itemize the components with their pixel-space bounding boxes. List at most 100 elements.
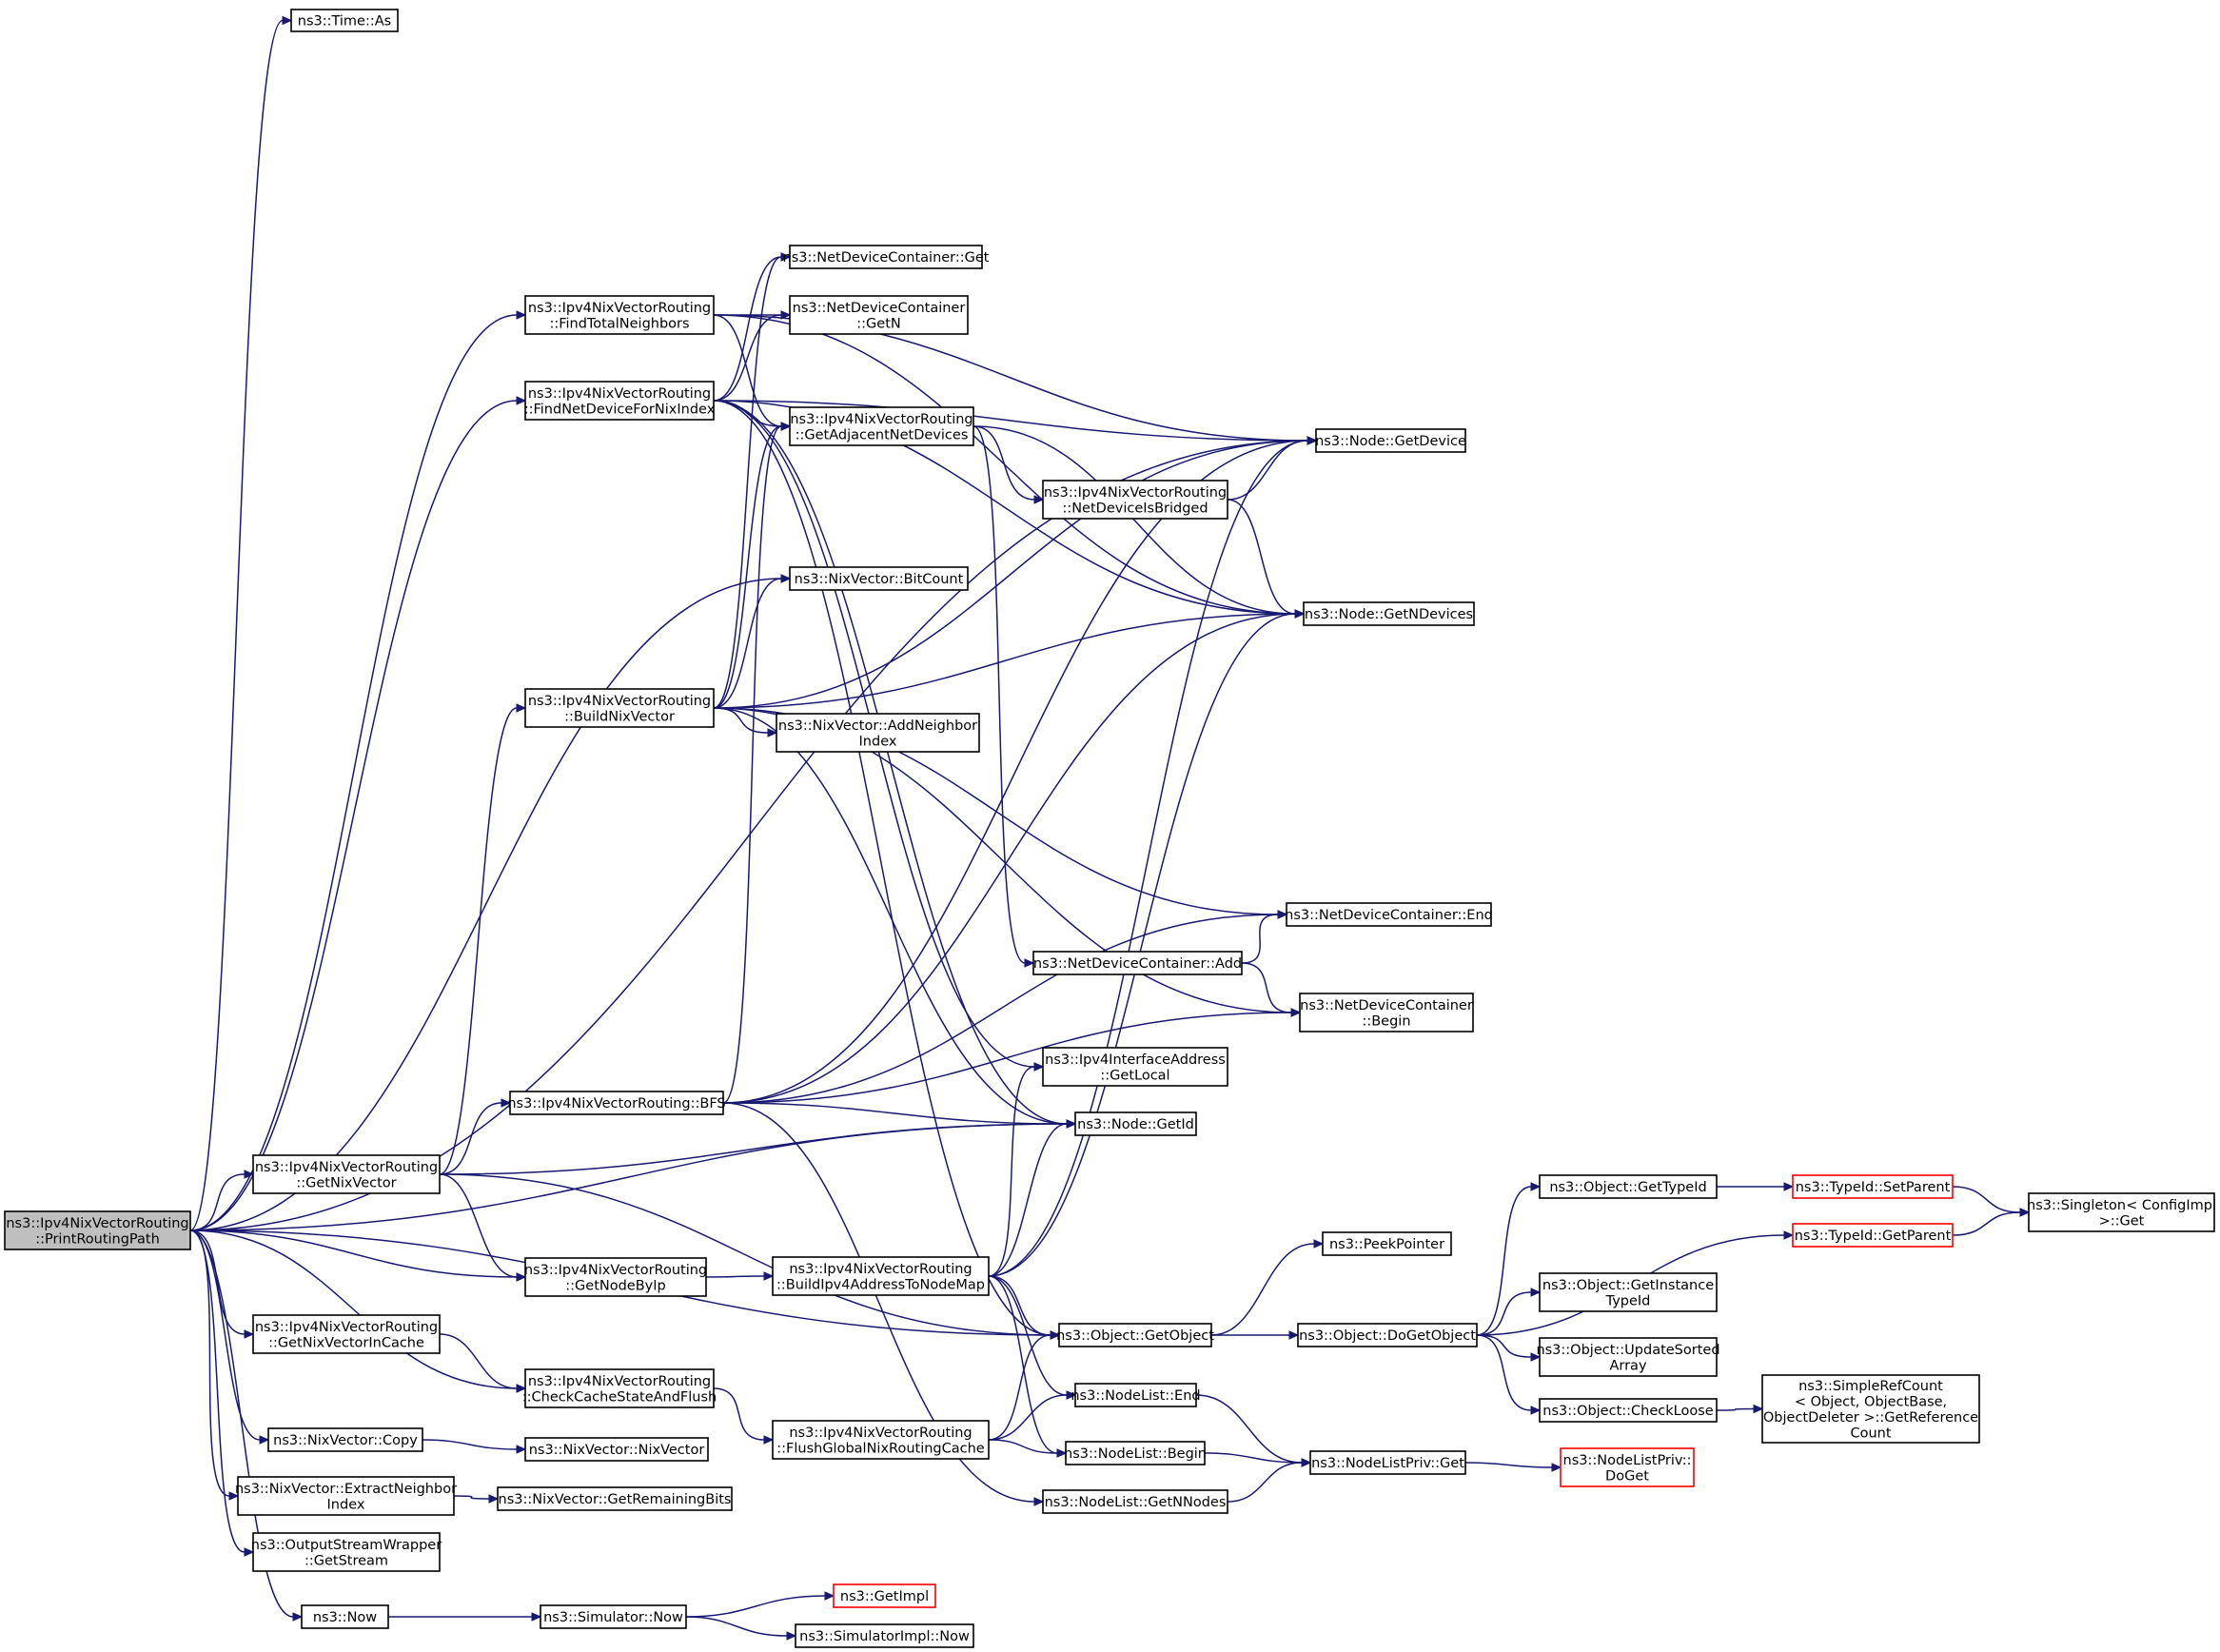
node-simimplnow[interactable]: ns3::SimulatorImpl::Now [795, 1623, 974, 1648]
node-getnixcache[interactable]: ns3::Ipv4NixVectorRouting::GetNixVectorI… [252, 1314, 441, 1354]
node-box [252, 1532, 441, 1572]
node-nixcopy[interactable]: ns3::NixVector::Copy [267, 1427, 423, 1452]
node-now[interactable]: ns3::Now [301, 1604, 389, 1629]
edge-getnodebyip-to-buildipv4 [705, 1275, 765, 1278]
edge-arrowhead [516, 1272, 527, 1282]
edge-getnixvector-to-bfs [439, 1102, 502, 1175]
node-flushglobal[interactable]: ns3::Ipv4NixVectorRouting::FlushGlobalNi… [772, 1420, 990, 1460]
node-ndcget[interactable]: ns3::NetDeviceContainer::Get [783, 245, 990, 269]
node-getnnodes[interactable]: ns3::NodeList::GetNNodes [1042, 1489, 1228, 1514]
edge-simnow-to-simimplnow [685, 1616, 788, 1637]
node-findtotal[interactable]: ns3::Ipv4NixVectorRouting::FindTotalNeig… [524, 295, 715, 335]
node-label: ::GetStream [305, 1553, 388, 1568]
node-nixnixvector[interactable]: ns3::NixVector::NixVector [524, 1437, 709, 1462]
edge-print-to-bitcount [189, 578, 782, 1231]
edge-dogetobject-to-checkloose [1476, 1334, 1532, 1411]
node-objgetobject[interactable]: ns3::Object::GetObject [1056, 1323, 1214, 1347]
edge-print-to-getnixvector [189, 1173, 246, 1231]
node-nodelistbegin[interactable]: ns3::NodeList::Begin [1064, 1441, 1207, 1465]
node-findnet[interactable]: ns3::Ipv4NixVectorRouting::FindNetDevice… [524, 381, 716, 421]
edge-arrowhead [1066, 1390, 1077, 1400]
node-getremainingbits[interactable]: ns3::NixVector::GetRemainingBits [497, 1486, 733, 1511]
node-getnodebyip[interactable]: ns3::Ipv4NixVectorRouting::GetNodeByIp [524, 1257, 707, 1297]
edge-arrowhead [516, 396, 527, 405]
edge-arrowhead [1301, 1458, 1312, 1467]
node-checkloose[interactable]: ns3::Object::CheckLoose [1539, 1398, 1718, 1423]
node-box [1792, 1223, 1954, 1248]
edge-arrowhead [516, 1445, 527, 1454]
node-checkcache[interactable]: ns3::Ipv4NixVectorRouting::CheckCacheSta… [522, 1368, 717, 1408]
node-bfs[interactable]: ns3::Ipv4NixVectorRouting::BFS [507, 1091, 726, 1115]
function-nodes: ns3::Ipv4NixVectorRouting::PrintRoutingP… [4, 9, 2216, 1648]
node-bridged[interactable]: ns3::Ipv4NixVectorRouting::NetDeviceIsBr… [1042, 480, 1228, 520]
node-nodelistprivget[interactable]: ns3::NodeListPriv::Get [1309, 1450, 1466, 1475]
edge-print-to-getstream [189, 1229, 246, 1553]
edge-buildnix-to-nodegetdevice [713, 440, 1308, 709]
edge-simnow-to-getimpl [685, 1595, 826, 1618]
edge-buildipv4-to-getlocal [988, 1066, 1035, 1277]
node-dogetobject[interactable]: ns3::Object::DoGetObject [1297, 1323, 1478, 1347]
edge-arrowhead [516, 1384, 527, 1393]
node-getimpl[interactable]: ns3::GetImpl [833, 1583, 936, 1608]
edge-print-to-getnodebyip [189, 1229, 518, 1278]
node-getadj[interactable]: ns3::Ipv4NixVectorRouting::GetAdjacentNe… [789, 406, 974, 446]
node-box [1539, 1337, 1718, 1377]
edge-arrowhead [1551, 1463, 1562, 1472]
edge-arrowhead [1066, 1119, 1077, 1129]
node-ndcbegin[interactable]: ns3::NetDeviceContainer::Begin [1299, 993, 1474, 1032]
node-bitcount[interactable]: ns3::NixVector::BitCount [789, 566, 969, 591]
node-getndevices[interactable]: ns3::Node::GetNDevices [1303, 601, 1475, 626]
edge-print-to-now [189, 1229, 294, 1618]
edge-getadj-to-bridged [972, 425, 1035, 501]
node-getnixvector[interactable]: ns3::Ipv4NixVectorRouting::GetNixVector [252, 1154, 441, 1194]
node-label: ns3::Ipv4InterfaceAddress [1045, 1052, 1226, 1068]
node-getlocal[interactable]: ns3::Ipv4InterfaceAddress::GetLocal [1042, 1047, 1228, 1087]
node-label: ns3::TypeId::SetParent [1796, 1180, 1951, 1195]
node-box [524, 1257, 707, 1297]
node-print[interactable]: ns3::Ipv4NixVectorRouting::PrintRoutingP… [4, 1210, 191, 1250]
node-box [524, 1437, 709, 1462]
node-ndcend[interactable]: ns3::NetDeviceContainer::End [1285, 902, 1493, 927]
node-nodelistend[interactable]: ns3::NodeList::End [1071, 1383, 1201, 1407]
node-nodegetdevice[interactable]: ns3::Node::GetDevice [1315, 428, 1466, 453]
edge-flushglobal-to-objgetobject [988, 1334, 1051, 1441]
node-buildnix[interactable]: ns3::Ipv4NixVectorRouting::BuildNixVecto… [524, 688, 715, 728]
edge-arrowhead [244, 1170, 255, 1179]
edge-arrowhead [1033, 1062, 1045, 1072]
edge-dogetobject-to-gettypeid [1476, 1186, 1532, 1336]
node-label: DoGet [1605, 1468, 1649, 1484]
edge-bridged-to-nodegetdevice [1227, 440, 1308, 501]
node-box [1303, 601, 1475, 626]
node-ndcgetn[interactable]: ns3::NetDeviceContainer::GetN [789, 295, 969, 335]
node-simnow[interactable]: ns3::Simulator::Now [540, 1604, 687, 1629]
node-label: ::BuildIpv4AddressToNodeMap [776, 1277, 985, 1292]
node-nodelistprivdoget[interactable]: ns3::NodeListPriv::DoGet [1560, 1447, 1695, 1487]
node-label: ::GetNixVector [296, 1175, 396, 1190]
node-gettypeid[interactable]: ns3::Object::GetTypeId [1539, 1174, 1718, 1199]
edge-print-to-checkcache [189, 1229, 518, 1389]
node-ndcadd[interactable]: ns3::NetDeviceContainer::Add [1032, 951, 1243, 975]
node-getparent[interactable]: ns3::TypeId::GetParent [1792, 1223, 1954, 1248]
node-peekpointer[interactable]: ns3::PeekPointer [1322, 1231, 1452, 1256]
edge-arrowhead [244, 1547, 255, 1557]
node-setparent[interactable]: ns3::TypeId::SetParent [1792, 1174, 1954, 1199]
node-label: ns3::Ipv4NixVectorRouting [524, 1263, 707, 1278]
node-timeas[interactable]: ns3::Time::As [290, 9, 399, 32]
node-getstream[interactable]: ns3::OutputStreamWrapper::GetStream [251, 1532, 442, 1572]
edge-arrowhead [1290, 1008, 1302, 1017]
node-label: ns3::NixVector::AddNeighbor [778, 718, 977, 734]
node-nodegetid[interactable]: ns3::Node::GetId [1074, 1111, 1197, 1136]
edge-findnet-to-nodegetdevice [713, 400, 1308, 442]
node-box [524, 381, 715, 421]
node-buildipv4[interactable]: ns3::Ipv4NixVectorRouting::BuildIpv4Addr… [772, 1256, 990, 1296]
node-singleton[interactable]: ns3::Singleton< ConfigImpl>::Get [2027, 1192, 2216, 1232]
node-label: ::GetNodeByIp [565, 1278, 665, 1293]
node-box [1539, 1272, 1718, 1312]
node-simplerefcount[interactable]: ns3::SimpleRefCount< Object, ObjectBase,… [1761, 1374, 1980, 1444]
edge-bfs-to-nodegetid [722, 1102, 1068, 1125]
